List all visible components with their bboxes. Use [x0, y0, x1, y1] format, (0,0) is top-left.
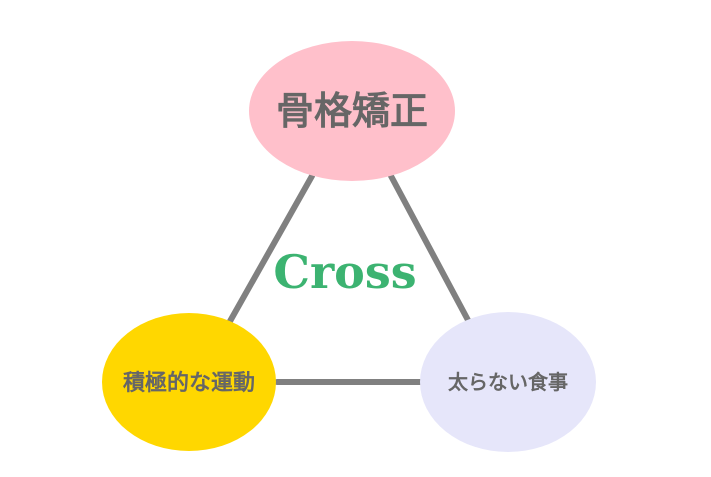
node-top-ellipse [249, 41, 455, 181]
node-non-fattening-diet: 太らない食事 [420, 312, 596, 452]
connectors [226, 173, 472, 385]
connector-top-right [388, 173, 472, 325]
node-right-label: 太らない食事 [448, 370, 568, 394]
node-left-label: 積極的な運動 [123, 370, 255, 396]
connector-top-left [226, 173, 315, 326]
node-active-exercise: 積極的な運動 [102, 313, 276, 451]
node-top-label: 骨格矯正 [276, 88, 428, 133]
node-right-ellipse [420, 312, 596, 452]
node-skeletal-correction: 骨格矯正 [249, 41, 455, 181]
node-left-ellipse [102, 313, 276, 451]
center-label: Cross [273, 245, 416, 299]
